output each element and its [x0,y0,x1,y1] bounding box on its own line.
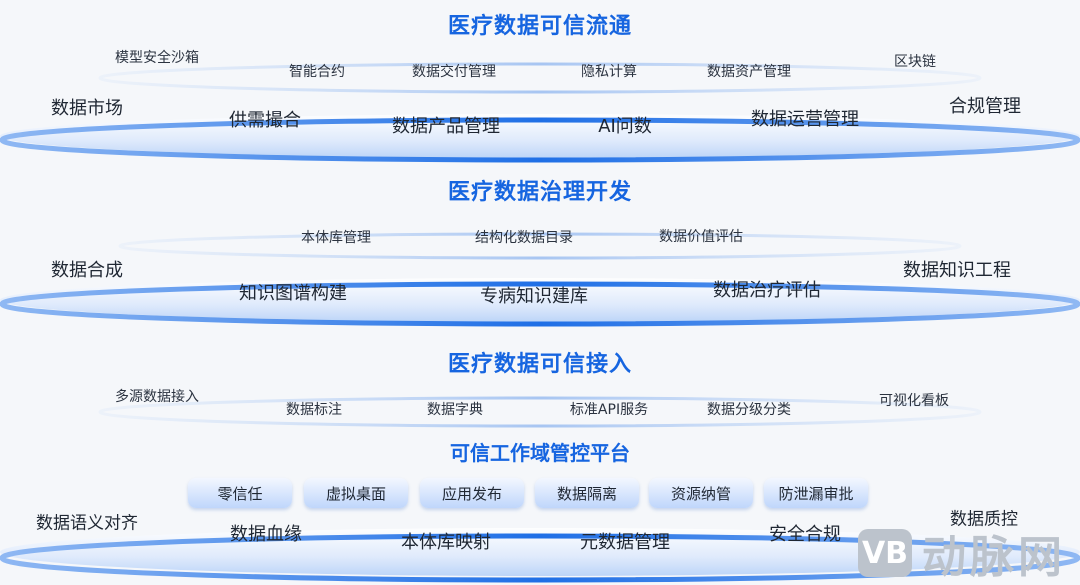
layer1-item: AI问数 [598,116,652,137]
layer1-item: 数据交付管理 [412,64,496,80]
layer1-item: 隐私计算 [581,64,637,80]
platform-title: 可信工作域管控平台 [450,441,630,465]
layer2-item: 数据合成 [51,260,123,281]
watermark-text: 动脉网 [922,532,1066,583]
platform-pill: 防泄漏审批 [764,478,868,508]
layer3-item: 数据标注 [286,402,342,418]
layer1-item: 区块链 [894,54,936,70]
layer1-item: 合规管理 [949,96,1021,117]
layer1-disc [0,62,1080,163]
watermark: VB 动脉网 [858,524,1080,583]
platform-pill: 零信任 [188,478,292,508]
layer2-item: 数据价值评估 [659,229,743,245]
layer1-item: 智能合约 [289,64,345,80]
layer3-item: 可视化看板 [879,393,949,409]
layer3-item: 元数据管理 [580,532,670,553]
layer2-item: 数据治疗评估 [713,280,821,301]
layer2-disc [0,232,1080,327]
layer3-item: 安全合规 [769,524,841,545]
layer3-item: 本体库映射 [401,532,491,553]
layer2-item: 数据知识工程 [903,260,1011,281]
platform-pill: 应用发布 [420,478,524,508]
layer1-item: 数据资产管理 [707,64,791,80]
platform-pill: 虚拟桌面 [304,478,408,508]
platform-pill: 数据隔离 [535,478,639,508]
layer1-item: 数据产品管理 [392,116,500,137]
layer3-title: 医疗数据可信接入 [447,352,633,377]
layer3-item: 数据质控 [950,509,1018,530]
platform-pill: 资源纳管 [649,478,753,508]
layer3-item: 数据分级分类 [707,402,791,418]
layer1-item: 数据运营管理 [751,109,859,130]
layer3-item: 数据语义对齐 [36,513,138,534]
layer2-item: 结构化数据目录 [475,230,573,246]
layer2-item: 专病知识建库 [480,286,588,307]
layer3-item: 多源数据接入 [115,389,199,405]
layer2-item: 知识图谱构建 [239,283,347,304]
layer1-item: 数据市场 [51,98,123,119]
layer1-item: 模型安全沙箱 [115,50,199,66]
layer2-item: 本体库管理 [301,230,371,246]
layer3-disc [0,396,1080,583]
layer3-item: 标准API服务 [569,402,649,418]
watermark-logo-icon: VB [858,529,912,577]
layer1-title: 医疗数据可信流通 [447,14,633,39]
layer1-item: 供需撮合 [229,110,301,131]
layer3-item: 数据血缘 [230,524,302,545]
layer3-item: 数据字典 [427,402,483,418]
layer2-title: 医疗数据治理开发 [447,180,633,205]
